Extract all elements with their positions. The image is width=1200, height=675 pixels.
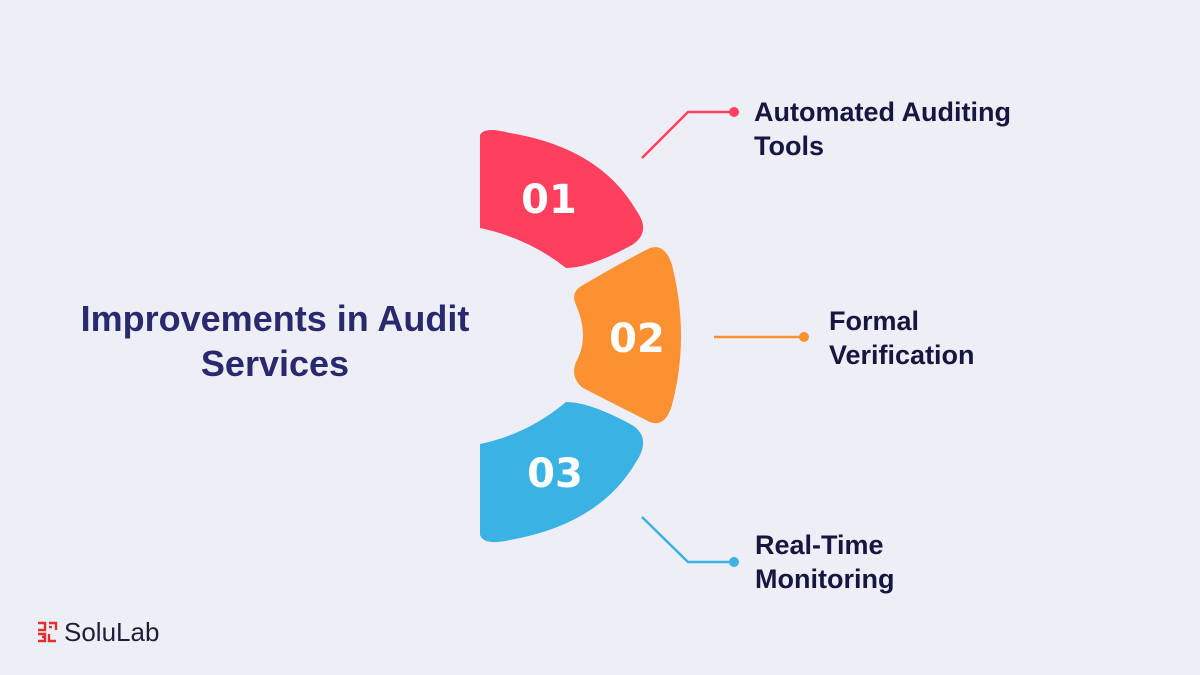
connector-03 bbox=[641, 516, 739, 567]
item-02-label-line-1: Formal bbox=[829, 306, 920, 336]
title-line-2: Services bbox=[200, 343, 350, 384]
segment-01-number: 01 bbox=[521, 177, 577, 223]
segment-01-shape bbox=[480, 129, 644, 268]
segment-02: 02 bbox=[574, 247, 681, 424]
item-03-label-line-1: Real-Time bbox=[755, 530, 884, 560]
connector-02 bbox=[714, 332, 809, 342]
connector-01 bbox=[641, 107, 739, 159]
brand-name: SoluLab bbox=[64, 616, 160, 647]
diagram-title: Improvements in Audit Services bbox=[40, 296, 510, 386]
segment-03-number: 03 bbox=[527, 451, 583, 497]
item-02-label: Formal Verification bbox=[829, 304, 975, 372]
segment-02-number: 02 bbox=[609, 316, 665, 362]
item-01-label-line-2: Tools bbox=[754, 131, 824, 161]
solulab-logo-icon bbox=[38, 621, 58, 643]
item-03-label: Real-Time Monitoring bbox=[755, 528, 894, 596]
brand-logo: SoluLab bbox=[36, 617, 159, 647]
segment-02-shape bbox=[574, 247, 681, 424]
title-line-1: Improvements in Audit bbox=[80, 298, 470, 339]
segment-01: 01 bbox=[480, 129, 644, 268]
item-01-label-line-1: Automated Auditing bbox=[754, 97, 1011, 127]
segment-03: 03 bbox=[480, 402, 644, 543]
segment-03-shape bbox=[480, 402, 644, 543]
item-01-label: Automated Auditing Tools bbox=[754, 95, 1011, 163]
item-02-label-line-2: Verification bbox=[829, 340, 975, 370]
item-03-label-line-2: Monitoring bbox=[755, 564, 895, 594]
